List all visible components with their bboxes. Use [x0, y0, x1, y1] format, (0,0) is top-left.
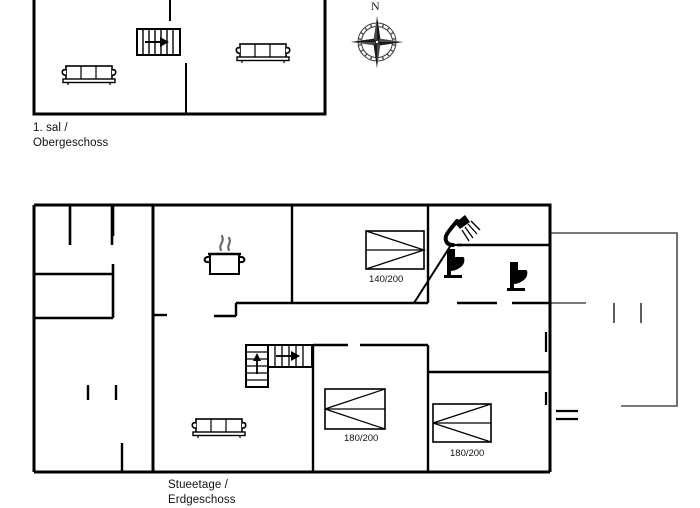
- upper-floor-plan: [32, 0, 327, 116]
- interior-walls-left: [86, 313, 167, 400]
- toilet-bathroom-icon: [444, 249, 465, 278]
- interior-walls-middle: [214, 205, 348, 318]
- staircase-upper-icon: [136, 28, 181, 56]
- terrace-railing-marks: [613, 303, 642, 323]
- sofa-living-room-icon: [191, 418, 247, 438]
- upper-floor-label: 1. sal / Obergeschoss: [33, 121, 108, 151]
- staircase-ground-icon: [245, 344, 313, 388]
- upper-floor-partition: [169, 0, 187, 114]
- ground-floor-label: Stueetage / Erdgeschoss: [168, 478, 236, 508]
- ground-floor-label-line1: Stueetage /: [168, 479, 228, 491]
- bed-double-right-icon: [432, 403, 492, 443]
- upper-floor-walls: [32, 0, 327, 116]
- entrance-step-marks: [556, 409, 578, 421]
- ground-floor-plan: 140/200 180/200 180/200: [32, 203, 678, 474]
- compass-rose-icon: [351, 16, 403, 68]
- sofa-upper-right-icon: [235, 43, 291, 63]
- utility-room-walls: [34, 205, 115, 320]
- bed-single-top-label: 140/200: [369, 274, 403, 285]
- bed-double-right-label: 180/200: [450, 448, 484, 459]
- upper-floor-label-line2: Obergeschoss: [33, 137, 109, 149]
- stairs-direction-arrow-ground-up: [253, 353, 261, 374]
- stairs-direction-arrow-upper: [145, 37, 169, 47]
- ground-floor-outer-walls: [32, 203, 552, 474]
- ground-floor-label-line2: Erdgeschoss: [168, 494, 236, 506]
- cooking-pot-icon: [203, 234, 246, 275]
- stairs-direction-arrow-ground-right: [276, 351, 300, 361]
- shower-head-icon: [443, 215, 481, 247]
- compass-north-label: N: [371, 0, 380, 13]
- bed-single-top-icon: [365, 230, 427, 270]
- bed-double-left-icon: [324, 388, 386, 430]
- upper-floor-label-line1: 1. sal /: [33, 122, 68, 134]
- sofa-upper-left-icon: [61, 65, 117, 85]
- bed-double-left-label: 180/200: [344, 433, 378, 444]
- terrace-outline: [551, 232, 678, 407]
- toilet-wc-icon: [507, 262, 528, 291]
